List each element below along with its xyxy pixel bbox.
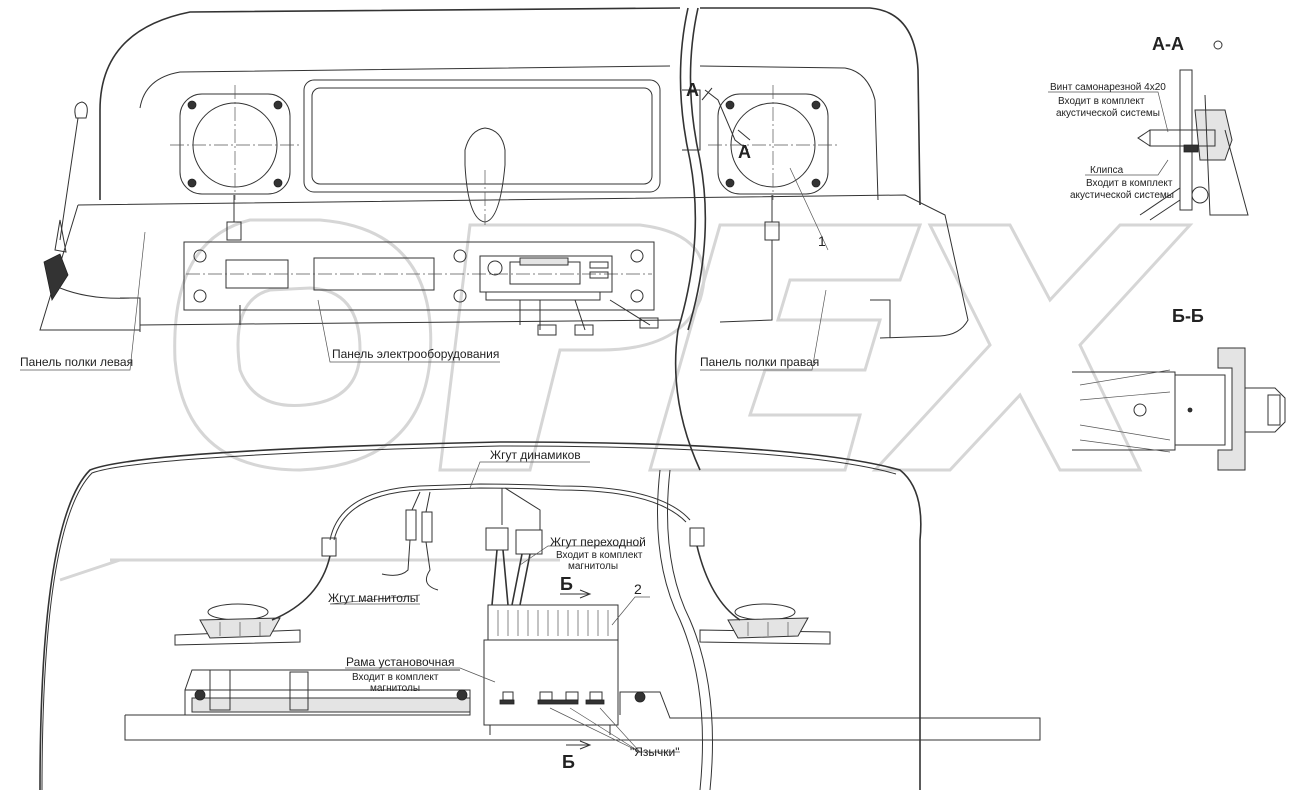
section-a-marker-top: А — [686, 80, 699, 100]
leader-lines-upper — [20, 231, 827, 371]
label-right-shelf-panel: Панель полки правая — [700, 355, 819, 369]
upper-shelf-view — [39, 7, 969, 471]
leader-lines-lower — [329, 461, 680, 753]
label-tongues: "Язычки" — [630, 745, 680, 759]
label-adapter-harness: Жгут переходной — [550, 535, 646, 549]
label-screw-note-1: Входит в комплект — [1058, 96, 1145, 107]
speaker-left-bottom — [174, 603, 301, 646]
section-aa-detail: А-А Винт самонарезной 4х20 Входит в комп… — [1048, 34, 1249, 221]
label-clip-note-2: акустической системы — [1070, 190, 1174, 201]
label-clip-note-1: Входит в комплект — [1086, 178, 1173, 189]
speaker-right-bottom — [699, 603, 831, 645]
section-b-markers: Б Б — [560, 574, 592, 772]
section-a-marker-bottom: А — [738, 142, 751, 162]
label-adapter-harness-note-1: Входит в комплект — [556, 550, 643, 561]
label-mounting-frame-note-2: магнитолы — [370, 683, 420, 694]
break-line-upper — [674, 7, 701, 471]
label-screw: Винт самонарезной 4х20 — [1050, 82, 1166, 93]
label-mounting-frame: Рама установочная — [346, 655, 454, 669]
callout-2: 2 — [634, 581, 642, 597]
label-mounting-frame-note-1: Входит в комплект — [352, 672, 439, 683]
callout-1: 1 — [818, 233, 826, 249]
lower-assembly-view — [39, 441, 1041, 791]
section-a-marker: А А — [686, 80, 751, 162]
section-bb-detail: Б-Б — [1072, 306, 1286, 471]
label-left-shelf-panel: Панель полки левая — [20, 355, 133, 369]
lower-outline — [39, 441, 922, 791]
label-speaker-harness: Жгут динамиков — [490, 448, 581, 462]
label-clip: Клипса — [1090, 165, 1124, 176]
harness-wires — [271, 483, 741, 621]
label-radio-harness: Жгут магнитолы — [328, 591, 418, 605]
label-screw-note-2: акустической системы — [1056, 108, 1160, 119]
radio-unit-drawing — [483, 604, 619, 735]
electrical-panel-drawing — [183, 241, 659, 336]
section-b-marker-bottom: Б — [562, 752, 575, 772]
label-electrical-panel: Панель электрооборудования — [332, 347, 499, 361]
section-bb-title: Б-Б — [1172, 306, 1204, 326]
section-b-marker-top: Б — [560, 574, 573, 594]
antenna-drawing — [43, 101, 131, 302]
section-aa-title: А-А — [1152, 34, 1184, 54]
label-adapter-harness-note-2: магнитолы — [568, 561, 618, 572]
speaker-left-top — [170, 85, 300, 241]
watermark-opex-logo — [59, 218, 1194, 582]
speaker-right-top — [708, 85, 840, 323]
